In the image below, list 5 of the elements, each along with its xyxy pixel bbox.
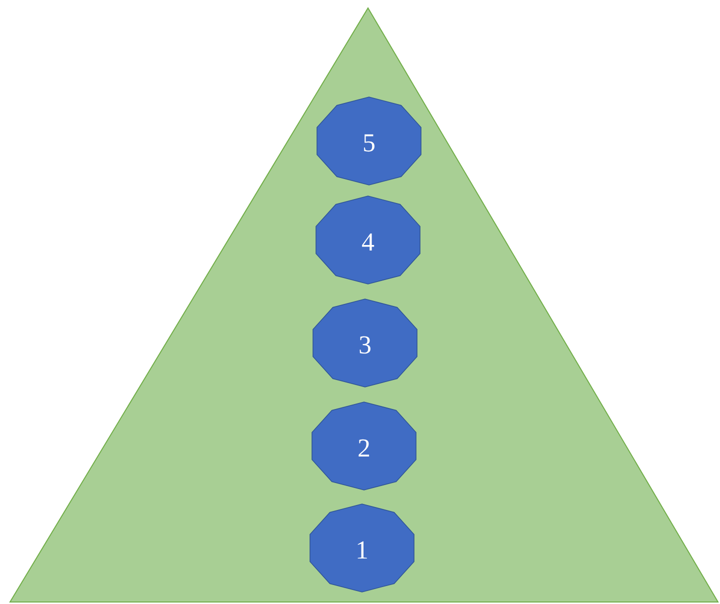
number-decagon: 3 <box>312 298 418 388</box>
number-decagon: 1 <box>310 504 414 592</box>
number-decagon: 4 <box>316 196 420 284</box>
number-decagon: 5 <box>316 96 422 186</box>
number-decagon: 2 <box>312 402 416 490</box>
